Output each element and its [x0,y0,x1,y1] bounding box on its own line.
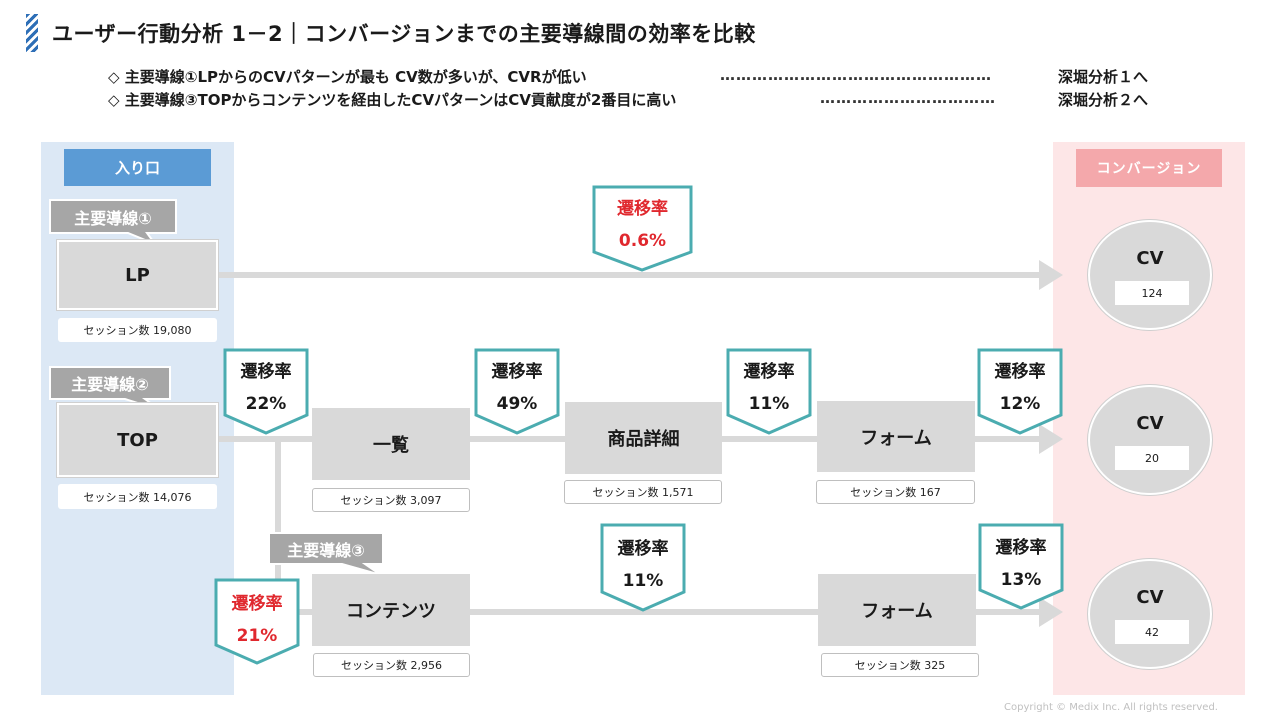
route-tag-1-shape [49,199,177,247]
session-count-form-route2: セッション数 167 [816,480,975,504]
rate-callout-lp-cv [592,185,693,272]
rate-callout-form2-cv [978,523,1064,610]
route-tag-3-shape [268,532,384,576]
node-form-route2: フォーム [817,401,975,472]
rate-top-content: 遷移率 21% [216,588,298,652]
session-count-lp: セッション数 19,080 [58,318,217,342]
node-content: コンテンツ [312,574,470,646]
route-tag-1: 主要導線① [74,208,152,228]
rate-value: 21% [236,626,278,646]
route-tag-3: 主要導線③ [287,540,365,560]
title-accent-icon [26,14,38,52]
node-list: 一覧 [312,408,470,480]
rate-product-form: 遷移率 11% [728,356,810,420]
cv-label: CV [1136,587,1164,608]
rate-value: 11% [622,571,664,591]
rate-title: 遷移率 [240,362,292,382]
session-count-form-route3: セッション数 325 [821,653,979,677]
rate-form2-cv: 遷移率 13% [980,532,1062,596]
rate-callout-form-cv [977,348,1063,435]
rate-value: 13% [1000,570,1042,590]
entry-header: 入り口 [64,149,211,186]
rate-top-list: 遷移率 22% [225,356,307,420]
cv-circle-route2: CV 20 [1088,385,1212,495]
cv-count: 20 [1115,446,1189,470]
session-count-list: セッション数 3,097 [312,488,470,512]
summary-text: ◇ 主要導線③TOPからコンテンツを経由したCVパターンはCV貢献度が2番目に高… [108,91,677,109]
session-count-product-detail: セッション数 1,571 [564,480,722,504]
rate-title: 遷移率 [994,362,1046,382]
rate-form-cv: 遷移率 12% [979,356,1061,420]
rate-value: 12% [999,394,1041,414]
rate-list-product: 遷移率 49% [476,356,558,420]
rate-title: 遷移率 [617,199,668,219]
node-product-detail: 商品詳細 [565,402,722,474]
session-count-top: セッション数 14,076 [58,484,217,509]
rate-callout-list-product [474,348,560,435]
route-tag-2: 主要導線② [71,375,149,394]
deep-dive-link-1[interactable]: 深堀分析１へ [1057,68,1148,86]
cv-count: 42 [1115,620,1189,644]
rate-title: 遷移率 [743,362,795,382]
cv-circle-route3: CV 42 [1088,559,1212,669]
summary-leader-dots: …………………………… [820,89,996,107]
rate-value: 11% [748,394,790,414]
node-top: TOP [57,403,218,477]
rate-callout-product-form [726,348,812,435]
conversion-header: コンバージョン [1076,149,1222,187]
rate-value: 49% [496,394,538,414]
rate-lp-cv: 遷移率 0.6% [594,193,691,257]
cv-label: CV [1136,413,1164,434]
rate-callout-content-form [600,523,686,612]
rate-callout-top-content [214,578,300,665]
rate-value: 0.6% [618,231,667,251]
node-form-route3: フォーム [818,574,976,646]
page-title: ユーザー行動分析 1－2｜コンバージョンまでの主要導線間の効率を比較 [52,22,756,46]
rate-title: 遷移率 [995,538,1047,558]
summary-line-2: ◇ 主要導線③TOPからコンテンツを経由したCVパターンはCV貢献度が2番目に高… [108,89,1148,111]
session-count-content: セッション数 2,956 [313,653,470,677]
rate-title: 遷移率 [231,594,283,614]
summary-leader-dots: …………………………………………… [720,66,992,84]
rate-callout-top-list [223,348,309,435]
rate-content-form: 遷移率 11% [602,533,684,597]
summary-text: ◇ 主要導線①LPからのCVパターンが最も CV数が多いが、CVRが低い [108,68,587,86]
rate-title: 遷移率 [617,539,669,559]
node-lp: LP [57,240,218,310]
cv-label: CV [1136,248,1164,269]
rate-value: 22% [245,394,287,414]
cv-count: 124 [1115,281,1189,305]
cv-circle-route1: CV 124 [1088,220,1212,330]
summary-line-1: ◇ 主要導線①LPからのCVパターンが最も CV数が多いが、CVRが低い ………… [108,66,1148,88]
deep-dive-link-2[interactable]: 深堀分析２へ [1057,91,1148,109]
rate-title: 遷移率 [491,362,543,382]
copyright: Copyright © Medix Inc. All rights reserv… [1004,702,1218,713]
